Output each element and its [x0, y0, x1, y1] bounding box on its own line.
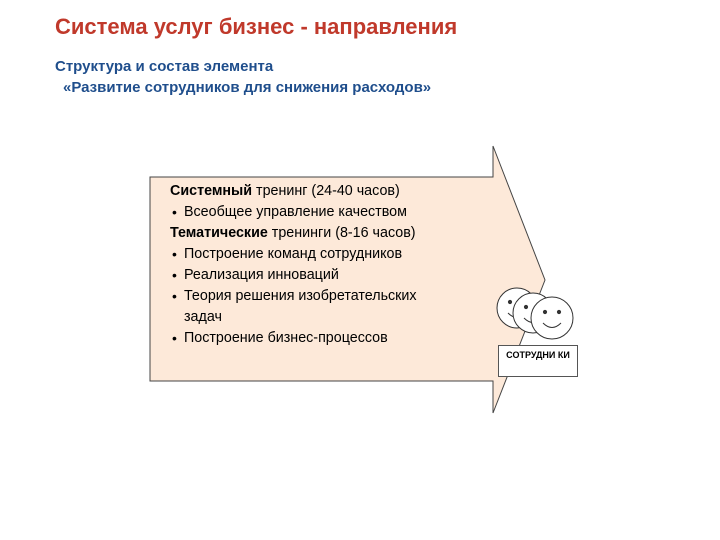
topic-header: Системный тренинг (24-40 часов) — [170, 183, 400, 199]
employees-label: СОТРУДНИ КИ — [498, 345, 578, 377]
topic-item: Теория решения изобретательских — [170, 286, 492, 307]
topic-header: Тематические тренинги (8-16 часов) — [170, 225, 416, 241]
topic-item-continuation: задач — [184, 309, 222, 325]
page-subtitle: Структура и состав элемента «Развитие со… — [55, 56, 431, 98]
subtitle-line-2: «Развитие сотрудников для снижения расхо… — [63, 79, 432, 96]
arrow-block-content: Системный тренинг (24-40 часов) Всеобщее… — [170, 181, 492, 349]
smiley-faces-icon — [496, 287, 574, 340]
topic-item: Реализация инноваций — [170, 265, 492, 286]
smiley-face-icon — [530, 296, 574, 340]
subtitle-line-1: Структура и состав элемента — [55, 58, 274, 75]
topic-item: Построение команд сотрудников — [170, 244, 492, 265]
topic-item: Всеобщее управление качеством — [170, 202, 492, 223]
page-title: Система услуг бизнес - направления — [55, 14, 458, 39]
topic-item: Построение бизнес-процессов — [170, 328, 492, 349]
